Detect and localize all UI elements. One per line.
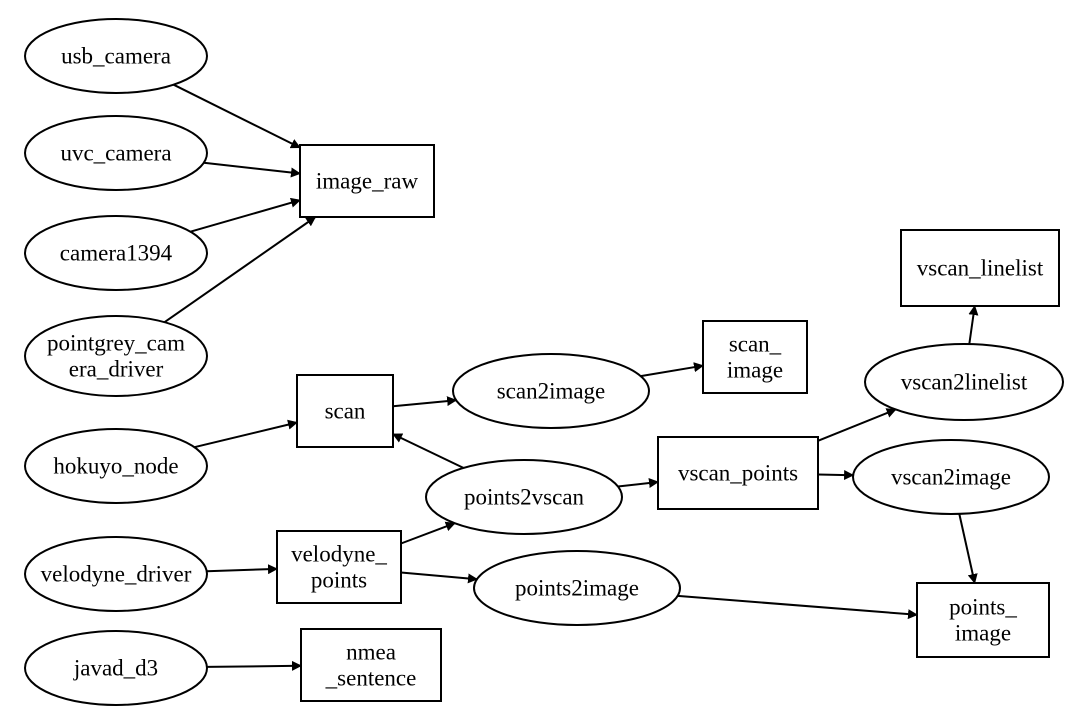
node-label: vscan_points xyxy=(678,461,798,486)
node-velodyne_points: velodyne_points xyxy=(276,530,402,604)
node-label: image_raw xyxy=(316,169,419,194)
edge-vscan_points-to-vscan2image xyxy=(817,470,855,481)
node-ellipse xyxy=(24,428,208,504)
edge-points2vscan-to-vscan_points xyxy=(617,478,659,488)
node-label: velodyne_driver xyxy=(41,562,192,587)
node-points2vscan: points2vscan xyxy=(425,459,623,535)
edge-uvc_camera-to-image_raw xyxy=(203,161,301,178)
node-label: points2image xyxy=(515,576,639,601)
node-label: vscan2image xyxy=(891,465,1011,490)
node-points2image: points2image xyxy=(473,550,681,626)
node-label: nmea xyxy=(346,640,396,665)
edge-hokuyo_node-to-scan xyxy=(194,419,298,449)
node-label: usb_camera xyxy=(61,44,171,69)
node-label: scan_ xyxy=(729,332,782,357)
node-camera1394: camera1394 xyxy=(24,215,208,291)
node-uvc_camera: uvc_camera xyxy=(24,115,208,191)
node-box xyxy=(916,582,1050,658)
edge-javad_d3-to-nmea_sentence xyxy=(206,660,302,671)
node-ellipse xyxy=(24,18,208,94)
node-vscan_linelist: vscan_linelist xyxy=(900,229,1060,307)
node-points_image: points_image xyxy=(916,582,1050,658)
node-ellipse xyxy=(24,315,208,397)
edge-pointgrey_camera_driver-to-image_raw xyxy=(163,216,317,324)
node-ellipse xyxy=(425,459,623,535)
node-label: vscan2linelist xyxy=(901,370,1028,395)
node-box xyxy=(702,320,808,394)
node-label: points xyxy=(311,568,367,593)
node-label: uvc_camera xyxy=(60,141,171,166)
edge-vscan_points-to-vscan2linelist xyxy=(817,408,897,442)
node-scan2image: scan2image xyxy=(452,353,650,429)
edge-points2vscan-to-scan xyxy=(392,433,464,469)
node-label: velodyne_ xyxy=(291,542,387,567)
edge-vscan2linelist-to-vscan_linelist xyxy=(968,305,979,345)
edge-scan2image-to-scan_image xyxy=(640,362,704,378)
node-box xyxy=(299,144,435,218)
node-scan: scan xyxy=(296,374,394,448)
node-label: vscan_linelist xyxy=(917,256,1044,281)
node-ellipse xyxy=(24,115,208,191)
node-ellipse xyxy=(864,343,1064,421)
node-vscan_points: vscan_points xyxy=(657,436,819,510)
node-label: hokuyo_node xyxy=(53,454,178,479)
node-vscan2image: vscan2image xyxy=(852,439,1050,515)
node-label: scan xyxy=(325,399,366,424)
nodes-layer: usb_camera uvc_camera camera1394 pointgrey_… xyxy=(24,18,1064,706)
node-velodyne_driver: velodyne_driver xyxy=(24,536,208,612)
node-image_raw: image_raw xyxy=(299,144,435,218)
edge-velodyne_driver-to-velodyne_points xyxy=(206,564,278,575)
node-label: pointgrey_cam xyxy=(47,331,185,356)
node-label: camera1394 xyxy=(60,241,173,266)
node-ellipse xyxy=(852,439,1050,515)
node-scan_image: scan_image xyxy=(702,320,808,394)
node-nmea_sentence: nmea_sentence xyxy=(300,628,442,702)
node-ellipse xyxy=(24,630,208,706)
node-box xyxy=(657,436,819,510)
edge-scan-to-scan2image xyxy=(392,396,458,408)
node-label: image xyxy=(955,621,1011,646)
node-javad_d3: javad_d3 xyxy=(24,630,208,706)
node-box xyxy=(276,530,402,604)
node-box xyxy=(900,229,1060,307)
edge-camera1394-to-image_raw xyxy=(190,197,301,233)
node-vscan2linelist: vscan2linelist xyxy=(864,343,1064,421)
node-label: points_ xyxy=(949,595,1017,620)
node-hokuyo_node: hokuyo_node xyxy=(24,428,208,504)
node-ellipse xyxy=(24,536,208,612)
node-pointgrey_camera_driver: pointgrey_camera_driver xyxy=(24,315,208,397)
edge-velodyne_points-to-points2vscan xyxy=(400,521,456,545)
edge-points2image-to-points_image xyxy=(677,594,918,620)
edge-vscan2image-to-points_image xyxy=(958,513,978,584)
node-label: javad_d3 xyxy=(73,656,158,681)
edge-velodyne_points-to-points2image xyxy=(400,571,478,584)
node-ellipse xyxy=(473,550,681,626)
edge-usb_camera-to-image_raw xyxy=(173,83,301,149)
node-label: points2vscan xyxy=(464,485,585,510)
node-label: _sentence xyxy=(325,666,417,691)
node-label: era_driver xyxy=(69,357,164,382)
node-usb_camera: usb_camera xyxy=(24,18,208,94)
node-ellipse xyxy=(24,215,208,291)
node-box xyxy=(300,628,442,702)
node-box xyxy=(296,374,394,448)
node-label: image xyxy=(727,358,783,383)
node-ellipse xyxy=(452,353,650,429)
edges-layer xyxy=(163,83,979,671)
node-label: scan2image xyxy=(497,379,606,404)
